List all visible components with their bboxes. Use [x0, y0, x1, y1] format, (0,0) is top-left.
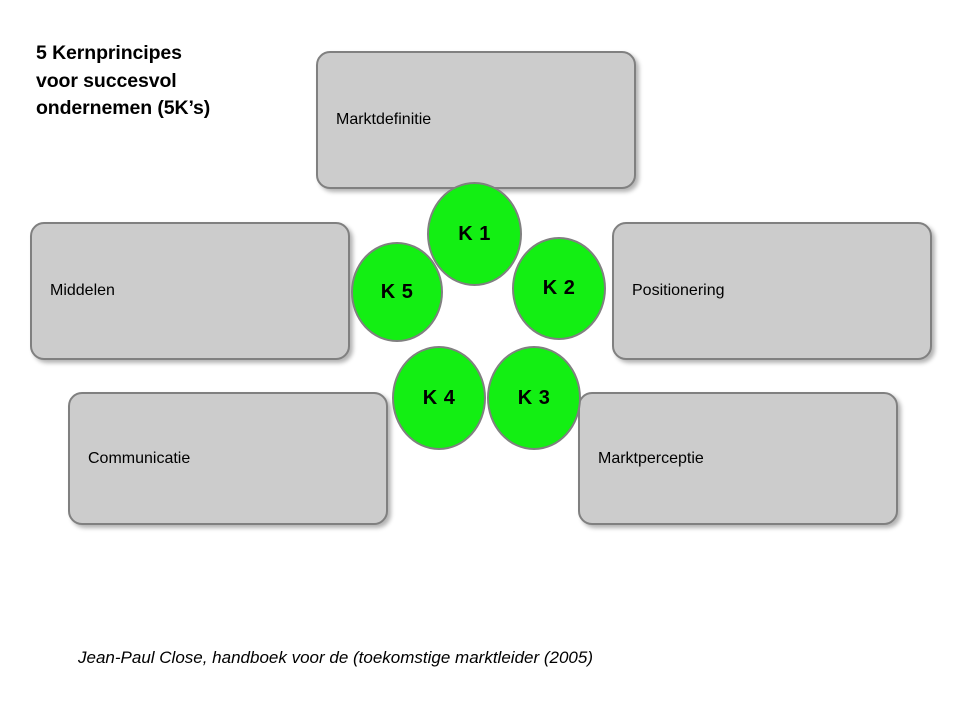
circle-label-k5: K 5 — [380, 280, 414, 303]
box-label-marktdefinitie: Marktdefinitie — [336, 111, 432, 129]
circle-k4[interactable]: K 4 — [392, 346, 486, 450]
source-attribution: Jean-Paul Close, handboek voor de (toeko… — [78, 648, 593, 667]
slide-title: 5 Kernprincipes voor succesvol onderneme… — [36, 42, 211, 120]
box-label-marktperceptie: Marktperceptie — [598, 449, 704, 467]
box-positionering[interactable]: Positionering — [612, 222, 932, 360]
box-communicatie[interactable]: Communicatie — [68, 392, 388, 525]
box-label-communicatie: Communicatie — [88, 449, 191, 467]
box-marktdefinitie[interactable]: Marktdefinitie — [316, 51, 636, 189]
box-label-positionering: Positionering — [632, 282, 725, 300]
circle-label-k3: K 3 — [517, 386, 551, 409]
box-marktperceptie[interactable]: Marktperceptie — [578, 392, 898, 525]
circle-k2[interactable]: K 2 — [512, 237, 606, 340]
circle-k1[interactable]: K 1 — [427, 182, 522, 286]
box-label-middelen: Middelen — [50, 282, 115, 300]
circle-label-k1: K 1 — [458, 222, 491, 245]
circle-label-k2: K 2 — [542, 277, 576, 299]
circle-k3[interactable]: K 3 — [487, 346, 581, 450]
box-middelen[interactable]: Middelen — [30, 222, 350, 360]
circle-k5[interactable]: K 5 — [351, 242, 443, 342]
circle-label-k4: K 4 — [422, 386, 456, 409]
